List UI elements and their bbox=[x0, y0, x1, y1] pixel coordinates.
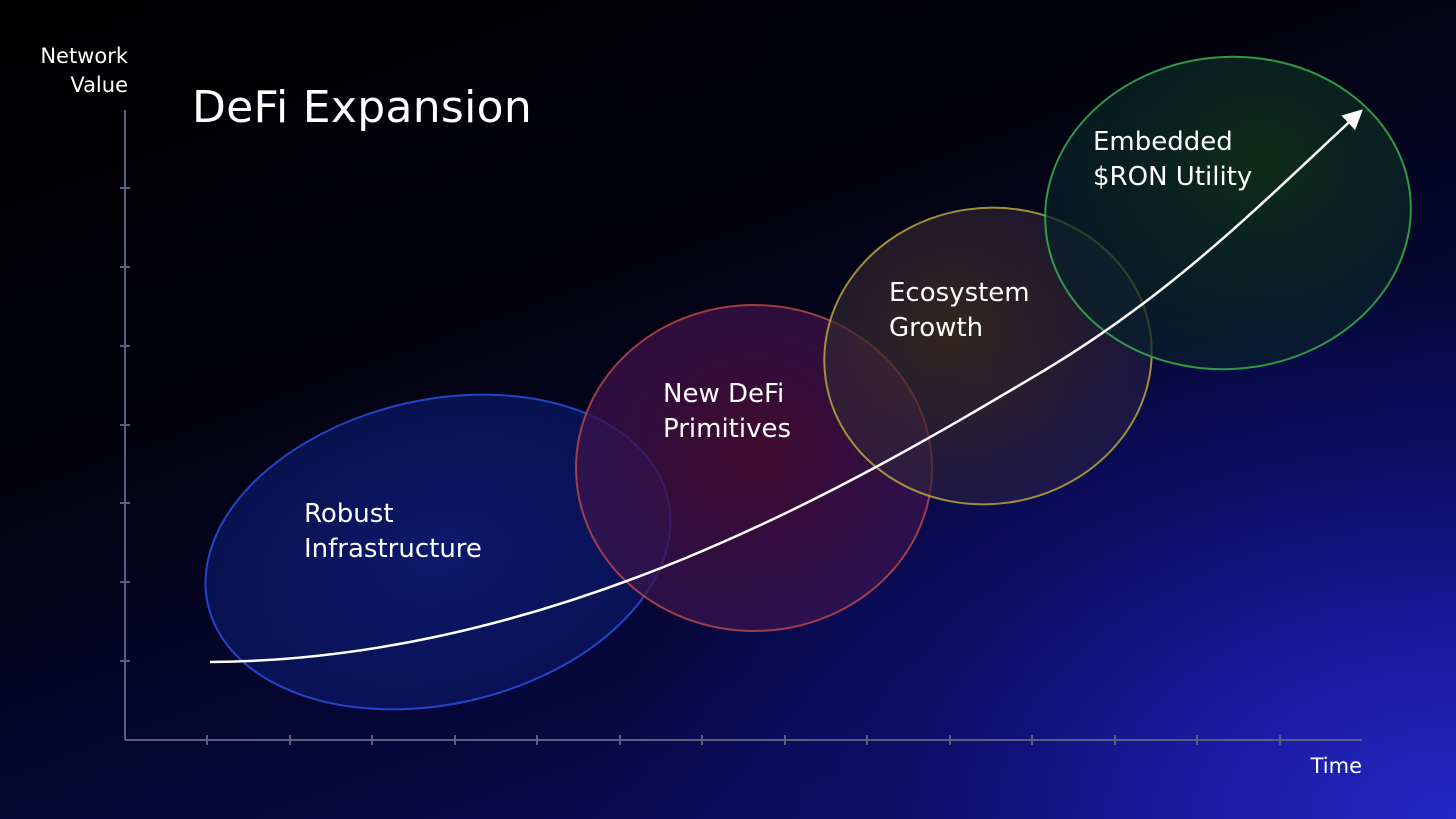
growth-curve-arrow bbox=[209, 109, 1363, 664]
x-axis-ticks bbox=[206, 735, 1281, 745]
stage-label-line: $RON Utility bbox=[1093, 162, 1253, 192]
y-axis-label-line: Value bbox=[70, 73, 128, 97]
y-axis-label: Network Value bbox=[40, 42, 128, 100]
stage-label-line: Infrastructure bbox=[304, 534, 482, 564]
axes bbox=[120, 110, 1362, 745]
stage-label-robust-infrastructure: Robust Infrastructure bbox=[304, 497, 482, 567]
stage-label-line: New DeFi bbox=[663, 379, 785, 409]
stage-label-line: Growth bbox=[889, 313, 984, 343]
page-title: DeFi Expansion bbox=[192, 82, 533, 133]
stage-label-ecosystem-growth: Ecosystem Growth bbox=[889, 276, 1030, 346]
stage-label-line: Robust bbox=[304, 499, 394, 529]
stage-label-line: Embedded bbox=[1093, 127, 1233, 157]
stage-label-embedded-ron-utility: Embedded $RON Utility bbox=[1093, 125, 1252, 195]
stage-label-line: Ecosystem bbox=[889, 278, 1030, 308]
x-axis-label: Time bbox=[1310, 754, 1362, 778]
stage-label-line: Primitives bbox=[663, 414, 792, 444]
y-axis-label-line: Network bbox=[40, 44, 128, 68]
stage-ellipse-embedded-ron-utility bbox=[1044, 55, 1412, 371]
stage-label-new-defi-primitives: New DeFi Primitives bbox=[663, 377, 791, 447]
y-axis-ticks bbox=[120, 187, 130, 662]
